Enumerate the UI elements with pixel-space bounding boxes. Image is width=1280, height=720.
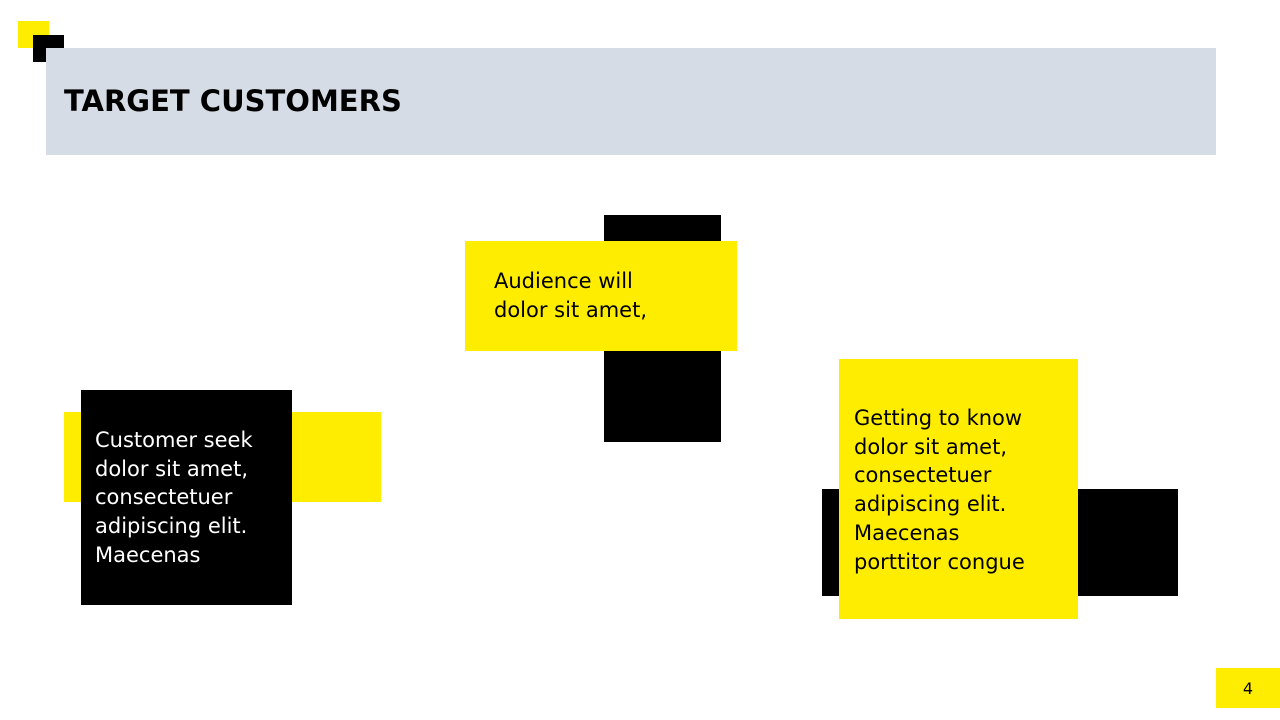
- card-3-text: Getting to know dolor sit amet, consecte…: [854, 406, 1025, 574]
- card-2-text: Audience will dolor sit amet,: [494, 269, 648, 322]
- slide-title: TARGET CUSTOMERS: [64, 84, 402, 118]
- card-2-yellow-block: [465, 241, 737, 351]
- page-number: 4: [1242, 678, 1254, 698]
- page-number-badge: 4: [1216, 668, 1280, 708]
- card-3-yellow-block: [839, 359, 1078, 619]
- title-bar: [46, 48, 1216, 155]
- card-1-text: Customer seek dolor sit amet, consectetu…: [95, 428, 253, 567]
- card-1-black-block: [81, 390, 292, 605]
